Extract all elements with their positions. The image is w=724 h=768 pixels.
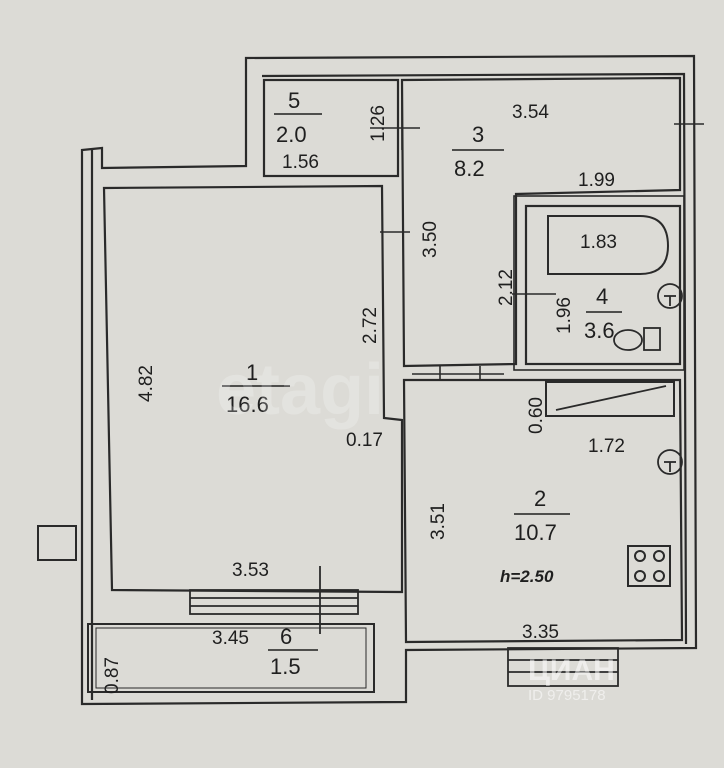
dim-r2-left: 3.51 [428,503,449,540]
room-5-area: 2.0 [276,122,307,147]
dim-r1-height: 4.82 [136,365,157,402]
dim-balcony-depth: 0.87 [102,657,123,694]
dim-r3-bottom: 1.99 [578,170,615,191]
kitchen-sink-icon [657,449,683,475]
labels: 5 2.0 1.56 1.26 3.54 3 8.2 1.99 3.50 1.8… [102,88,625,694]
closet-diagonal [555,385,667,411]
dim-r3-top: 3.54 [512,102,549,123]
fraction-bars [222,113,622,651]
room-5-number: 5 [288,88,300,113]
ceiling-height: h=2.50 [500,567,554,586]
dim-r4-left: 2.12 [496,269,517,306]
room-1-walls [102,184,404,594]
dim-balcony-width: 3.45 [212,628,249,649]
room-4-number: 4 [596,284,608,309]
balcony-inner [95,627,367,689]
door-marks [380,100,704,380]
room-3-area: 8.2 [454,156,485,181]
dim-bath-len: 1.83 [580,232,617,253]
dimension-ticks [370,127,556,295]
room-4-walls [524,204,682,366]
dim-r5-width: 1.56 [282,152,319,173]
dim-r4-inner: 1.96 [554,297,575,334]
cian-watermark: ЦИАН [528,654,615,687]
room-3-number: 3 [472,122,484,147]
room-6-area: 1.5 [270,654,301,679]
room-2-walls [402,378,684,644]
dim-r5-height: 1.26 [368,105,389,142]
vent-box [37,525,77,561]
room-2-number: 2 [534,486,546,511]
dim-closet: 0.60 [526,397,547,434]
sink-icon [657,283,683,309]
dim-r2-top: 1.72 [588,436,625,457]
room-4-area: 3.6 [584,318,615,343]
balcony [87,623,375,693]
etagi-watermark: etagi [216,350,384,430]
room-6-number: 6 [280,624,292,649]
closet [545,381,675,417]
room-3-walls [400,76,682,368]
dim-r1-step: 0.17 [346,430,383,451]
window-room-1 [189,566,359,634]
bathtub-icon [547,215,670,275]
dim-r1-bottom: 3.53 [232,560,269,581]
window-kitchen [507,647,619,687]
cian-id-watermark: ID 9795178 [528,687,606,704]
outer-walls [80,54,698,706]
stove-icon [627,545,671,587]
room-1-number: 1 [246,360,258,385]
dim-r2-bottom: 3.35 [522,622,559,643]
room-2-area: 10.7 [514,520,557,545]
toilet-icon [613,327,661,351]
dim-r1-right: 2.72 [360,307,381,344]
room-4-outer [513,195,685,371]
room-1-area: 16.6 [226,392,269,417]
dim-r3-side: 3.50 [420,221,441,258]
